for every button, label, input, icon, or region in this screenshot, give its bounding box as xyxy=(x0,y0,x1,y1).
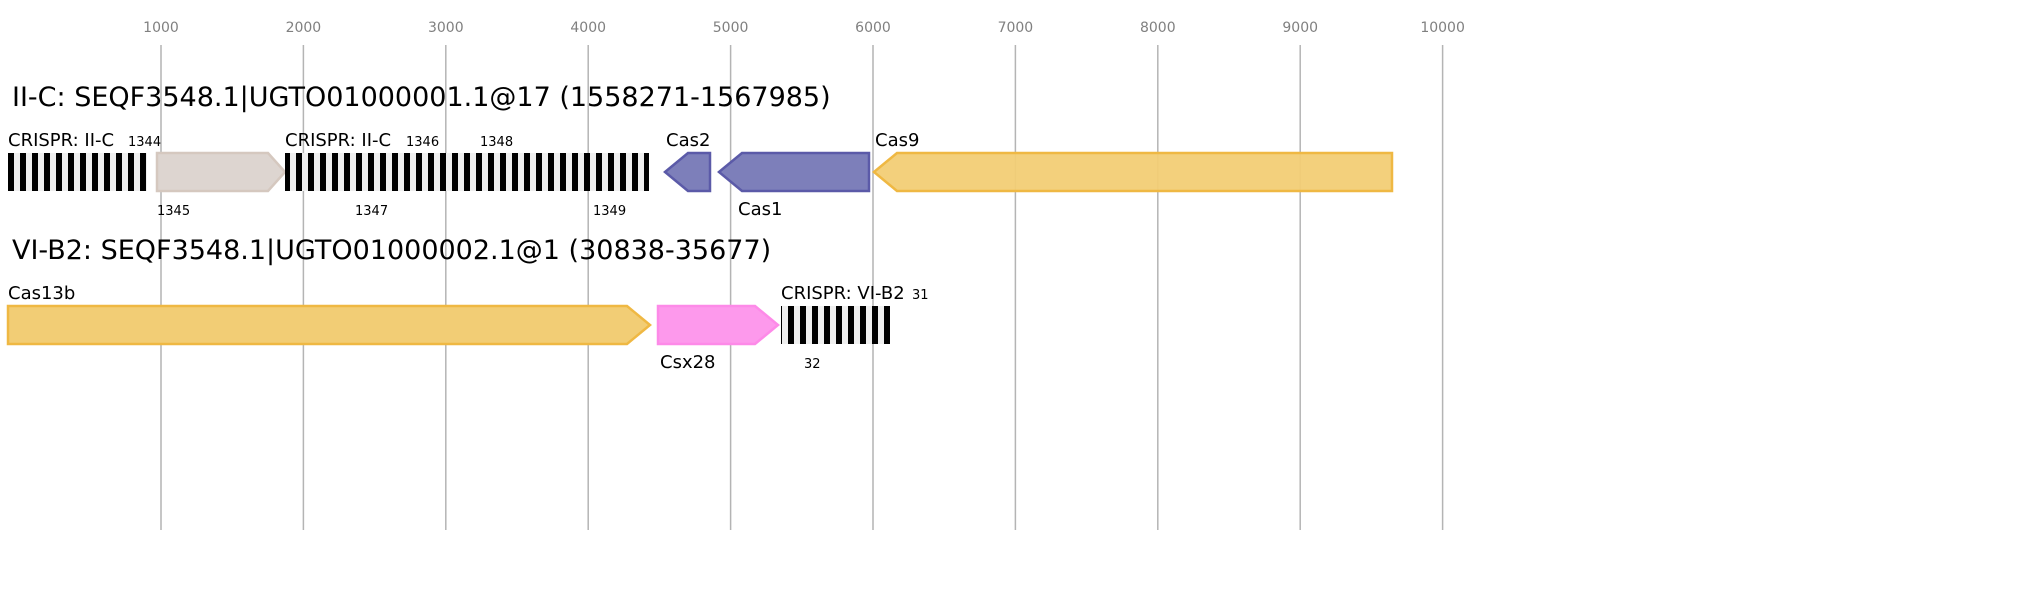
gene-cas9[interactable]: Cas9 xyxy=(872,130,1394,193)
gene-cas1[interactable]: Cas1 xyxy=(717,151,871,220)
gene-label: Cas13b xyxy=(8,283,75,304)
axis-tick-label: 9000 xyxy=(1282,20,1318,36)
axis-tick-label: 1000 xyxy=(143,20,179,36)
gene-cas13b[interactable]: Cas13b xyxy=(6,283,652,346)
crispr-id: 1349 xyxy=(593,204,626,219)
gene-label: Cas2 xyxy=(666,130,710,151)
axis-tick-label: 3000 xyxy=(428,20,464,36)
crispr-id: 1347 xyxy=(355,204,388,219)
axis: 1000 2000 3000 4000 5000 6000 7000 8000 9000 1000… xyxy=(143,20,1465,36)
crispr-label: CRISPR: II-C xyxy=(8,130,114,151)
crispr-array[interactable]: CRISPR: II-C 1344 xyxy=(8,130,161,191)
gene-label: Cas9 xyxy=(875,130,919,151)
locus-title: VI-B2: SEQF3548.1|UGTO01000002.1@1 (3083… xyxy=(12,235,771,266)
axis-tick-label: 8000 xyxy=(1140,20,1176,36)
crispr-label: CRISPR: II-C xyxy=(285,130,391,151)
crispr-array[interactable]: CRISPR: II-C 1346 1348 1347 1349 xyxy=(285,130,649,219)
axis-tick-label: 10000 xyxy=(1420,20,1465,36)
gene-id: 1345 xyxy=(157,204,190,219)
crispr-label: CRISPR: VI-B2 xyxy=(781,283,905,304)
crispr-id: 1348 xyxy=(480,135,513,150)
axis-tick-label: 2000 xyxy=(286,20,322,36)
gene-unlabeled[interactable]: 1345 xyxy=(155,151,287,219)
crispr-id: 31 xyxy=(912,288,929,303)
gene-label: Cas1 xyxy=(738,199,782,220)
locus-title: II-C: SEQF3548.1|UGTO01000001.1@17 (1558… xyxy=(12,82,831,113)
crispr-id: 1346 xyxy=(406,135,439,150)
axis-tick-label: 4000 xyxy=(570,20,606,36)
axis-tick-label: 5000 xyxy=(713,20,749,36)
crispr-id: 32 xyxy=(804,357,821,372)
crispr-id: 1344 xyxy=(128,135,161,150)
gene-label: Csx28 xyxy=(660,352,716,373)
axis-tick-label: 7000 xyxy=(998,20,1034,36)
gene-cas2[interactable]: Cas2 xyxy=(663,130,712,193)
crispr-array[interactable]: CRISPR: VI-B2 31 32 xyxy=(781,283,929,372)
axis-tick-label: 6000 xyxy=(855,20,891,36)
gene-csx28[interactable]: Csx28 xyxy=(656,304,780,373)
